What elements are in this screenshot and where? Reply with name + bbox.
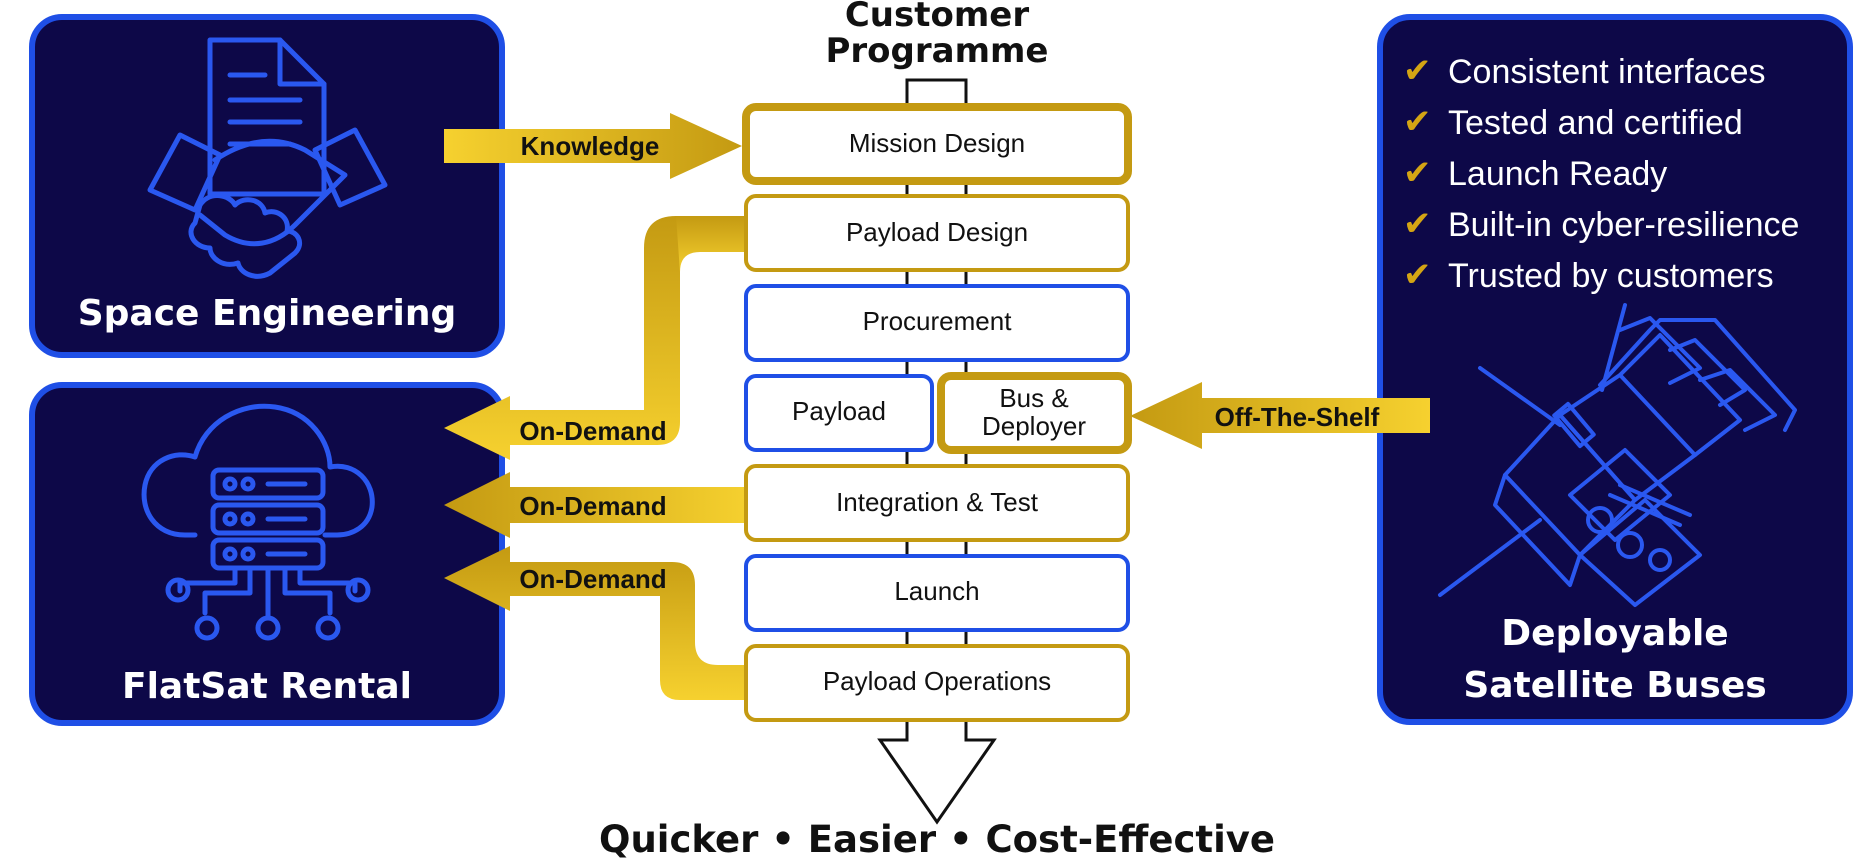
down-arrow-icon [877,725,997,825]
on-demand-arrow-3: On-Demand [444,546,752,700]
on-demand-label: On-Demand [519,416,666,446]
knowledge-arrow: Knowledge [444,113,742,179]
step-label: Payload [792,396,886,426]
flatsat-rental-panel: FlatSat Rental [29,382,505,726]
flatsat-rental-title: FlatSat Rental [122,666,412,707]
on-demand-label: On-Demand [519,564,666,594]
step-label: Mission Design [849,128,1025,158]
step-launch: Launch [744,554,1130,632]
check-icon: ✔ [1403,102,1432,142]
handshake-document-icon [147,37,388,279]
off-the-shelf-arrow: Off-The-Shelf [1130,382,1430,449]
step-label: Payload Operations [823,666,1051,696]
step-label-line1: Bus & [999,383,1068,413]
knowledge-label: Knowledge [521,131,660,161]
header-line2: Programme [825,31,1048,71]
on-demand-label: On-Demand [519,491,666,521]
check-icon: ✔ [1403,153,1432,193]
step-bus-deployer: Bus & Deployer [937,372,1132,454]
benefit-item: Tested and certified [1448,104,1743,142]
off-the-shelf-label: Off-The-Shelf [1215,402,1380,432]
step-payload-design: Payload Design [744,194,1130,272]
check-icon: ✔ [1403,204,1432,244]
benefit-item: Consistent interfaces [1448,53,1766,91]
header-line1: Customer [845,0,1029,35]
satellite-buses-panel: ✔ Consistent interfaces ✔ Tested and cer… [1377,14,1853,725]
space-engineering-title: Space Engineering [78,293,457,334]
step-procurement: Procurement [744,284,1130,362]
cloud-server-icon [141,403,375,641]
on-demand-arrow-1: On-Demand [444,216,752,460]
step-mission-design: Mission Design [742,103,1132,185]
tagline: Quicker • Easier • Cost-Effective [599,818,1275,859]
check-icon: ✔ [1403,51,1432,91]
step-payload-operations: Payload Operations [744,644,1130,722]
step-label: Launch [894,576,979,606]
space-engineering-panel: Space Engineering [29,14,505,358]
step-label-line2: Deployer [982,411,1086,441]
step-label: Procurement [863,306,1013,336]
step-payload: Payload [744,374,934,452]
step-label: Payload Design [846,217,1028,247]
check-icon: ✔ [1403,255,1432,295]
benefit-item: Trusted by customers [1448,257,1774,295]
on-demand-arrow-2: On-Demand [444,472,752,538]
satellite-buses-title-line1: Deployable [1501,613,1728,654]
satellite-buses-title-line2: Satellite Buses [1463,665,1766,706]
step-integration-test: Integration & Test [744,464,1130,542]
satellite-icon [1438,303,1797,607]
benefits-list: ✔ Consistent interfaces ✔ Tested and cer… [1403,51,1799,295]
step-label: Integration & Test [836,487,1039,517]
benefit-item: Launch Ready [1448,155,1667,193]
benefit-item: Built-in cyber-resilience [1448,206,1799,244]
